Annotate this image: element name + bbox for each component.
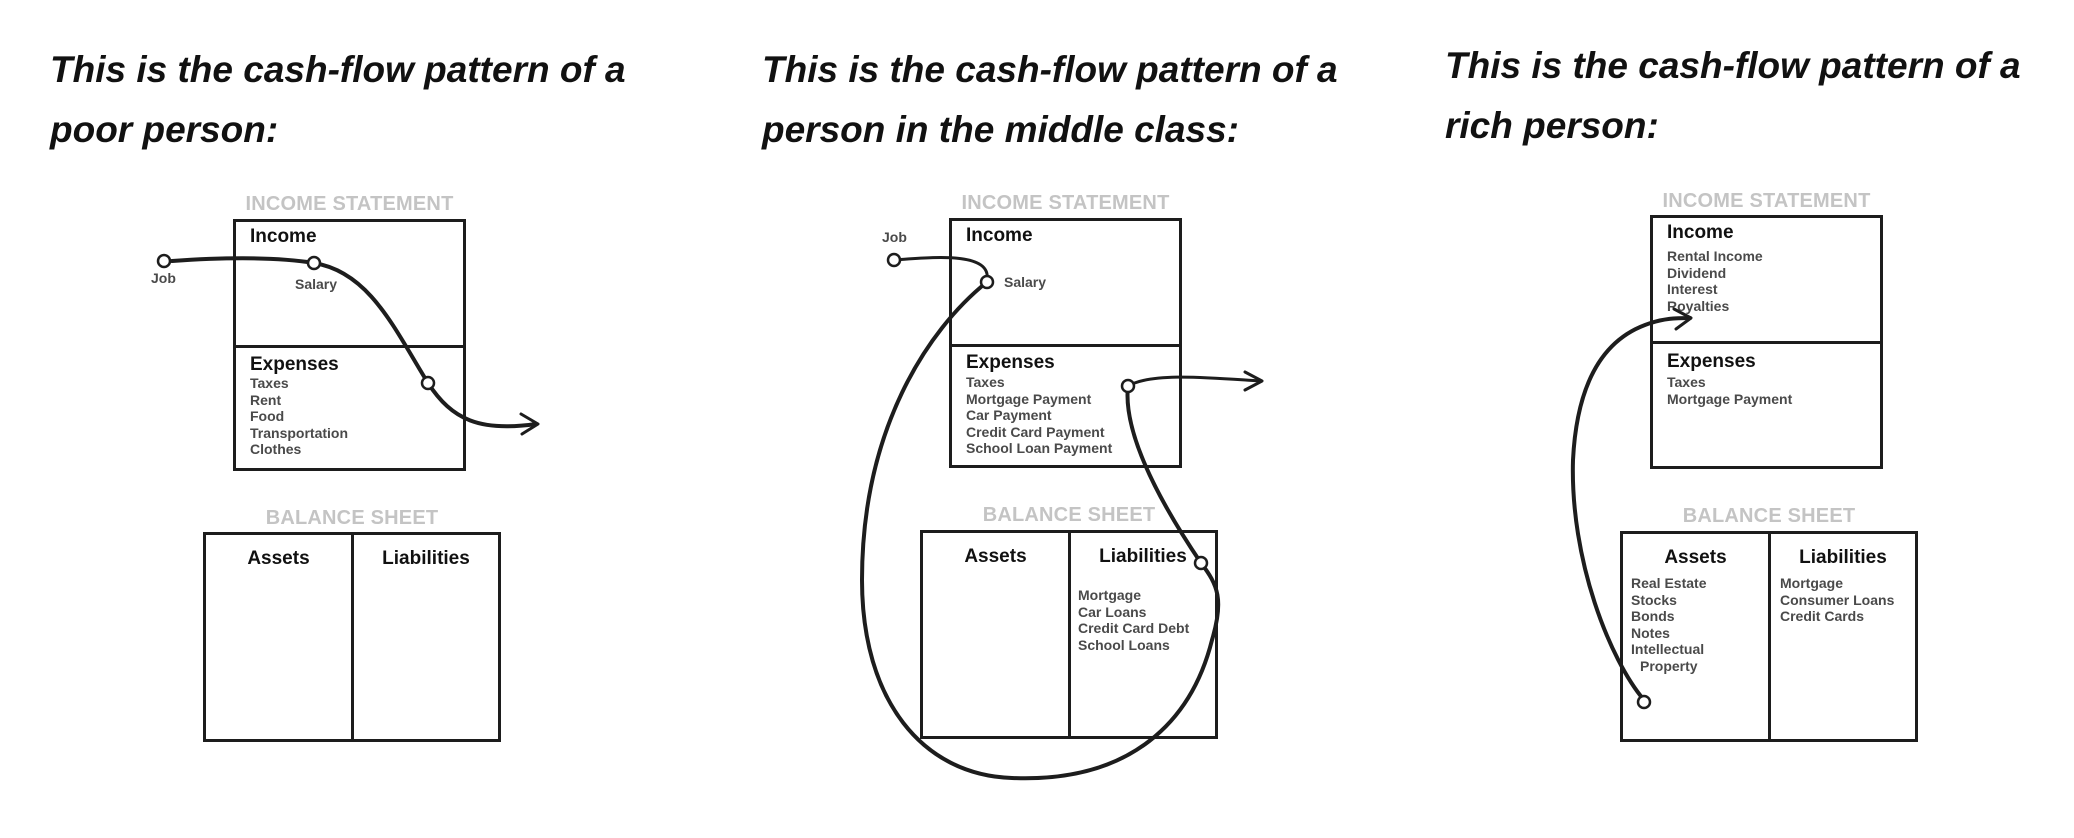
income-item: Salary: [1004, 274, 1047, 290]
liabilities-list: Mortgage Consumer Loans Credit Cards: [1780, 575, 1894, 625]
asset-item: Notes: [1631, 624, 1670, 641]
income-statement-title: INCOME STATEMENT: [245, 193, 454, 215]
flow-line-assets-to-income: [1570, 316, 1692, 702]
node-liabilities: [1193, 555, 1209, 571]
liability-item: Credit Card Debt: [1078, 620, 1190, 636]
liability-item: Mortgage: [1078, 587, 1141, 603]
flow-line-expenses-out: [426, 381, 538, 429]
balance-sheet-title: BALANCE SHEET: [1682, 505, 1856, 527]
expenses-list: Taxes Mortgage Payment Car Payment Credi…: [966, 374, 1112, 457]
flow-line-liabilities-to-expenses: [1125, 384, 1203, 565]
income-item: Dividend: [1667, 264, 1727, 281]
expenses-title: Expenses: [250, 354, 339, 375]
node-salary: [979, 274, 995, 290]
expense-item: Transportation: [250, 424, 349, 441]
flow-line-salary-to-liabilities: [860, 280, 1221, 781]
expense-item: Taxes: [1667, 374, 1706, 390]
flow-line-job-to-salary: [170, 256, 316, 265]
panel-middle: This is the cash-flow pattern of a perso…: [712, 0, 1402, 838]
job-label: Job: [882, 229, 907, 245]
expense-item: Credit Card Payment: [966, 423, 1105, 440]
asset-item: Bonds: [1631, 608, 1675, 624]
cash-flow-arrows: [156, 253, 540, 436]
expense-item: Mortgage Payment: [966, 390, 1092, 407]
job-label: Job: [151, 270, 176, 286]
expense-item: Rent: [250, 391, 282, 408]
asset-item: Intellectual: [1631, 641, 1705, 657]
asset-item: Real Estate: [1631, 575, 1707, 591]
liabilities-box: [1768, 531, 1918, 742]
liability-item: School Loans: [1078, 636, 1170, 653]
flow-line-job-to-salary: [891, 256, 989, 282]
balance-sheet-title: BALANCE SHEET: [982, 504, 1156, 526]
assets-title: Assets: [964, 546, 1027, 567]
liabilities-box: [1068, 530, 1218, 739]
liability-item: Mortgage: [1780, 575, 1843, 591]
income-title: Income: [250, 226, 317, 247]
assets-title: Assets: [247, 548, 310, 569]
expense-item: Clothes: [250, 441, 302, 457]
income-list: Rental Income Dividend Interest Royaltie…: [1667, 248, 1763, 314]
flow-line-expenses-out: [1126, 375, 1262, 388]
expenses-list: Taxes Mortgage Payment: [1667, 374, 1792, 407]
panel-heading: This is the cash-flow pattern of a rich …: [1445, 45, 2021, 146]
liabilities-list: Mortgage Car Loans Credit Card Debt Scho…: [1078, 587, 1189, 653]
expense-item: Taxes: [250, 375, 289, 391]
expenses-box: [233, 345, 466, 471]
liabilities-title: Liabilities: [1799, 547, 1887, 568]
panel-rich: This is the cash-flow pattern of a rich …: [1395, 0, 2074, 838]
arrow-head-icon: [1243, 370, 1264, 392]
node-salary: [306, 255, 322, 271]
income-statement-title: INCOME STATEMENT: [1662, 190, 1871, 212]
cash-flow-arrows: [1570, 307, 1693, 710]
arrow-head-icon: [1672, 307, 1693, 331]
balance-sheet-title: BALANCE SHEET: [265, 507, 439, 529]
arrow-head-icon: [519, 412, 540, 436]
expenses-box: [1650, 341, 1883, 469]
income-item: Interest: [1667, 281, 1718, 297]
expense-item: School Loan Payment: [966, 440, 1113, 456]
expense-item: Food: [250, 408, 285, 424]
liabilities-title: Liabilities: [382, 548, 470, 569]
assets-list: Real Estate Stocks Bonds Notes Intellect…: [1631, 575, 1706, 674]
liability-item: Consumer Loans: [1780, 591, 1895, 608]
node-job: [886, 252, 902, 268]
liability-item: Credit Cards: [1780, 608, 1865, 624]
node-job: [156, 253, 172, 269]
panel-poor: This is the cash-flow pattern of a poor …: [0, 0, 700, 838]
node-expenses: [1120, 378, 1136, 394]
asset-item: Stocks: [1631, 591, 1677, 608]
expense-item: Car Payment: [966, 407, 1052, 423]
liability-item: Car Loans: [1078, 603, 1147, 620]
node-expenses: [420, 375, 436, 391]
expenses-list: Taxes Rent Food Transportation Clothes: [250, 375, 348, 458]
expense-item: Mortgage Payment: [1667, 390, 1793, 407]
flow-line-salary-to-expenses: [312, 261, 430, 385]
expenses-box: [949, 344, 1182, 468]
income-statement-title: INCOME STATEMENT: [961, 192, 1170, 214]
income-title: Income: [966, 225, 1033, 246]
expenses-title: Expenses: [1667, 351, 1756, 372]
income-item: Royalties: [1667, 297, 1730, 314]
asset-item: Property: [1640, 657, 1698, 674]
income-item: Salary: [295, 276, 338, 292]
liabilities-title: Liabilities: [1099, 546, 1187, 567]
node-assets: [1636, 694, 1652, 710]
expenses-title: Expenses: [966, 352, 1055, 373]
panel-heading: This is the cash-flow pattern of a perso…: [762, 49, 1338, 150]
assets-title: Assets: [1664, 547, 1727, 568]
income-title: Income: [1667, 222, 1734, 243]
panel-heading: This is the cash-flow pattern of a poor …: [50, 49, 626, 150]
cash-flow-arrows: [860, 252, 1264, 781]
income-item: Rental Income: [1667, 248, 1763, 264]
liabilities-box: [351, 532, 501, 742]
expense-item: Taxes: [966, 374, 1005, 390]
